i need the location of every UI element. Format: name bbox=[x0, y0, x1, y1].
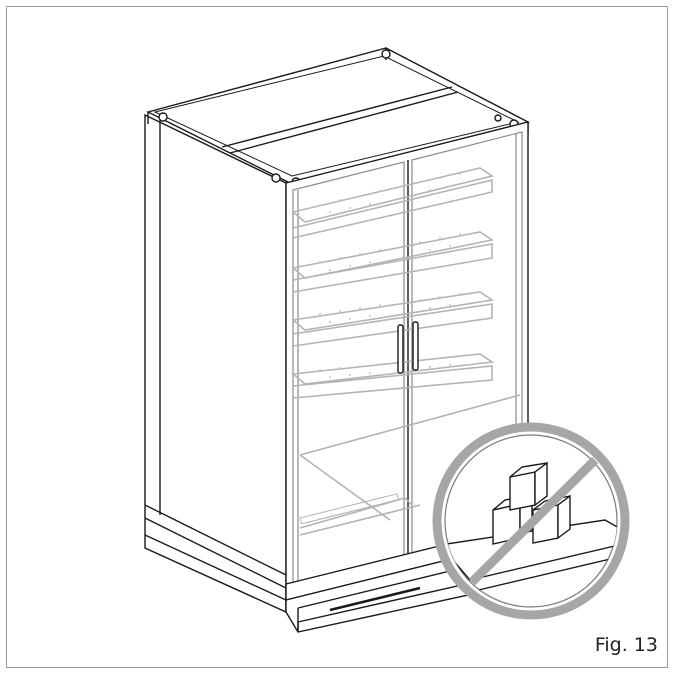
ventilation-grille bbox=[299, 493, 400, 525]
stacked-box-top bbox=[509, 471, 536, 511]
left-door-handle bbox=[397, 324, 404, 374]
shelf-1 bbox=[291, 167, 494, 239]
figure-frame bbox=[6, 6, 668, 668]
right-door-handle bbox=[412, 321, 419, 371]
cabinet-top bbox=[146, 47, 530, 187]
shelf-perforations bbox=[319, 173, 461, 378]
figure-caption: Fig. 13 bbox=[594, 634, 658, 656]
no-stacking-on-top-icon bbox=[432, 422, 630, 620]
shelf-base bbox=[299, 394, 521, 536]
prohibition-slash bbox=[468, 456, 599, 586]
cabinet-side-panel bbox=[144, 113, 287, 614]
shelf-3 bbox=[291, 291, 495, 347]
shelf-2 bbox=[291, 231, 495, 293]
door-handles bbox=[397, 321, 419, 374]
shelves bbox=[291, 167, 521, 536]
